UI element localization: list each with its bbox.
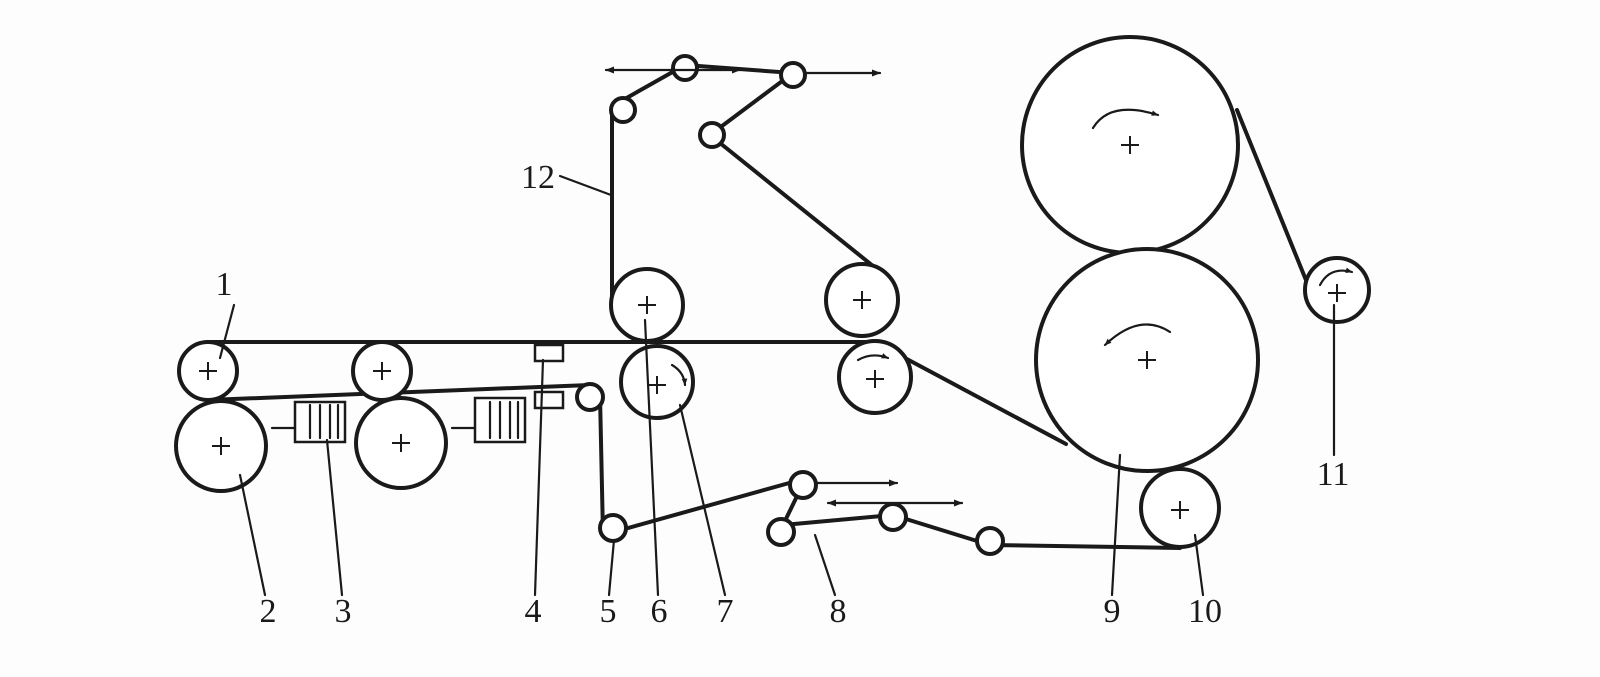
label-10: 10 [1188,593,1222,630]
labels: 1 2 3 4 5 6 7 8 9 10 11 12 [216,159,1350,630]
label-5: 5 [600,593,617,630]
label-6: 6 [651,593,668,630]
web-to-roll-5 [598,393,802,537]
leader-lines [218,174,1336,597]
label-9: 9 [1104,593,1121,630]
label-1: 1 [216,266,233,303]
festoon-roll-a [609,96,637,124]
guide-roll-a [575,382,605,412]
traverse-arrows [604,66,964,507]
roll-right-lower [837,339,913,415]
roll-8c [878,502,908,532]
roll-1b [351,340,413,402]
unit-4 [533,343,565,410]
festoon-roll-b [671,54,699,82]
label-2: 2 [260,593,277,630]
label-12: 12 [521,159,555,196]
label-7: 7 [717,593,734,630]
label-8: 8 [830,593,847,630]
roll-8a [788,470,818,500]
roll-7 [619,344,695,420]
drum-upper [1020,35,1240,255]
roll-8d [975,526,1005,556]
roll-right-upper [824,262,900,338]
unit-3a [270,400,347,444]
roll-5 [598,513,628,543]
label-4: 4 [525,593,542,630]
roll-8b [766,517,796,547]
festoon-roll-d [698,121,726,149]
rolls [174,35,1371,556]
drum-9 [1034,247,1260,473]
festoon-roll-c [779,61,807,89]
roll-2b [354,396,448,490]
roll-10 [1139,467,1221,549]
roll-1 [177,340,239,402]
roll-6 [609,267,685,343]
unit-3b [450,396,527,444]
roll-11 [1303,256,1371,324]
label-11: 11 [1317,456,1350,493]
label-3: 3 [335,593,352,630]
roll-2 [174,399,268,493]
web-to-roll-11 [1235,108,1312,292]
